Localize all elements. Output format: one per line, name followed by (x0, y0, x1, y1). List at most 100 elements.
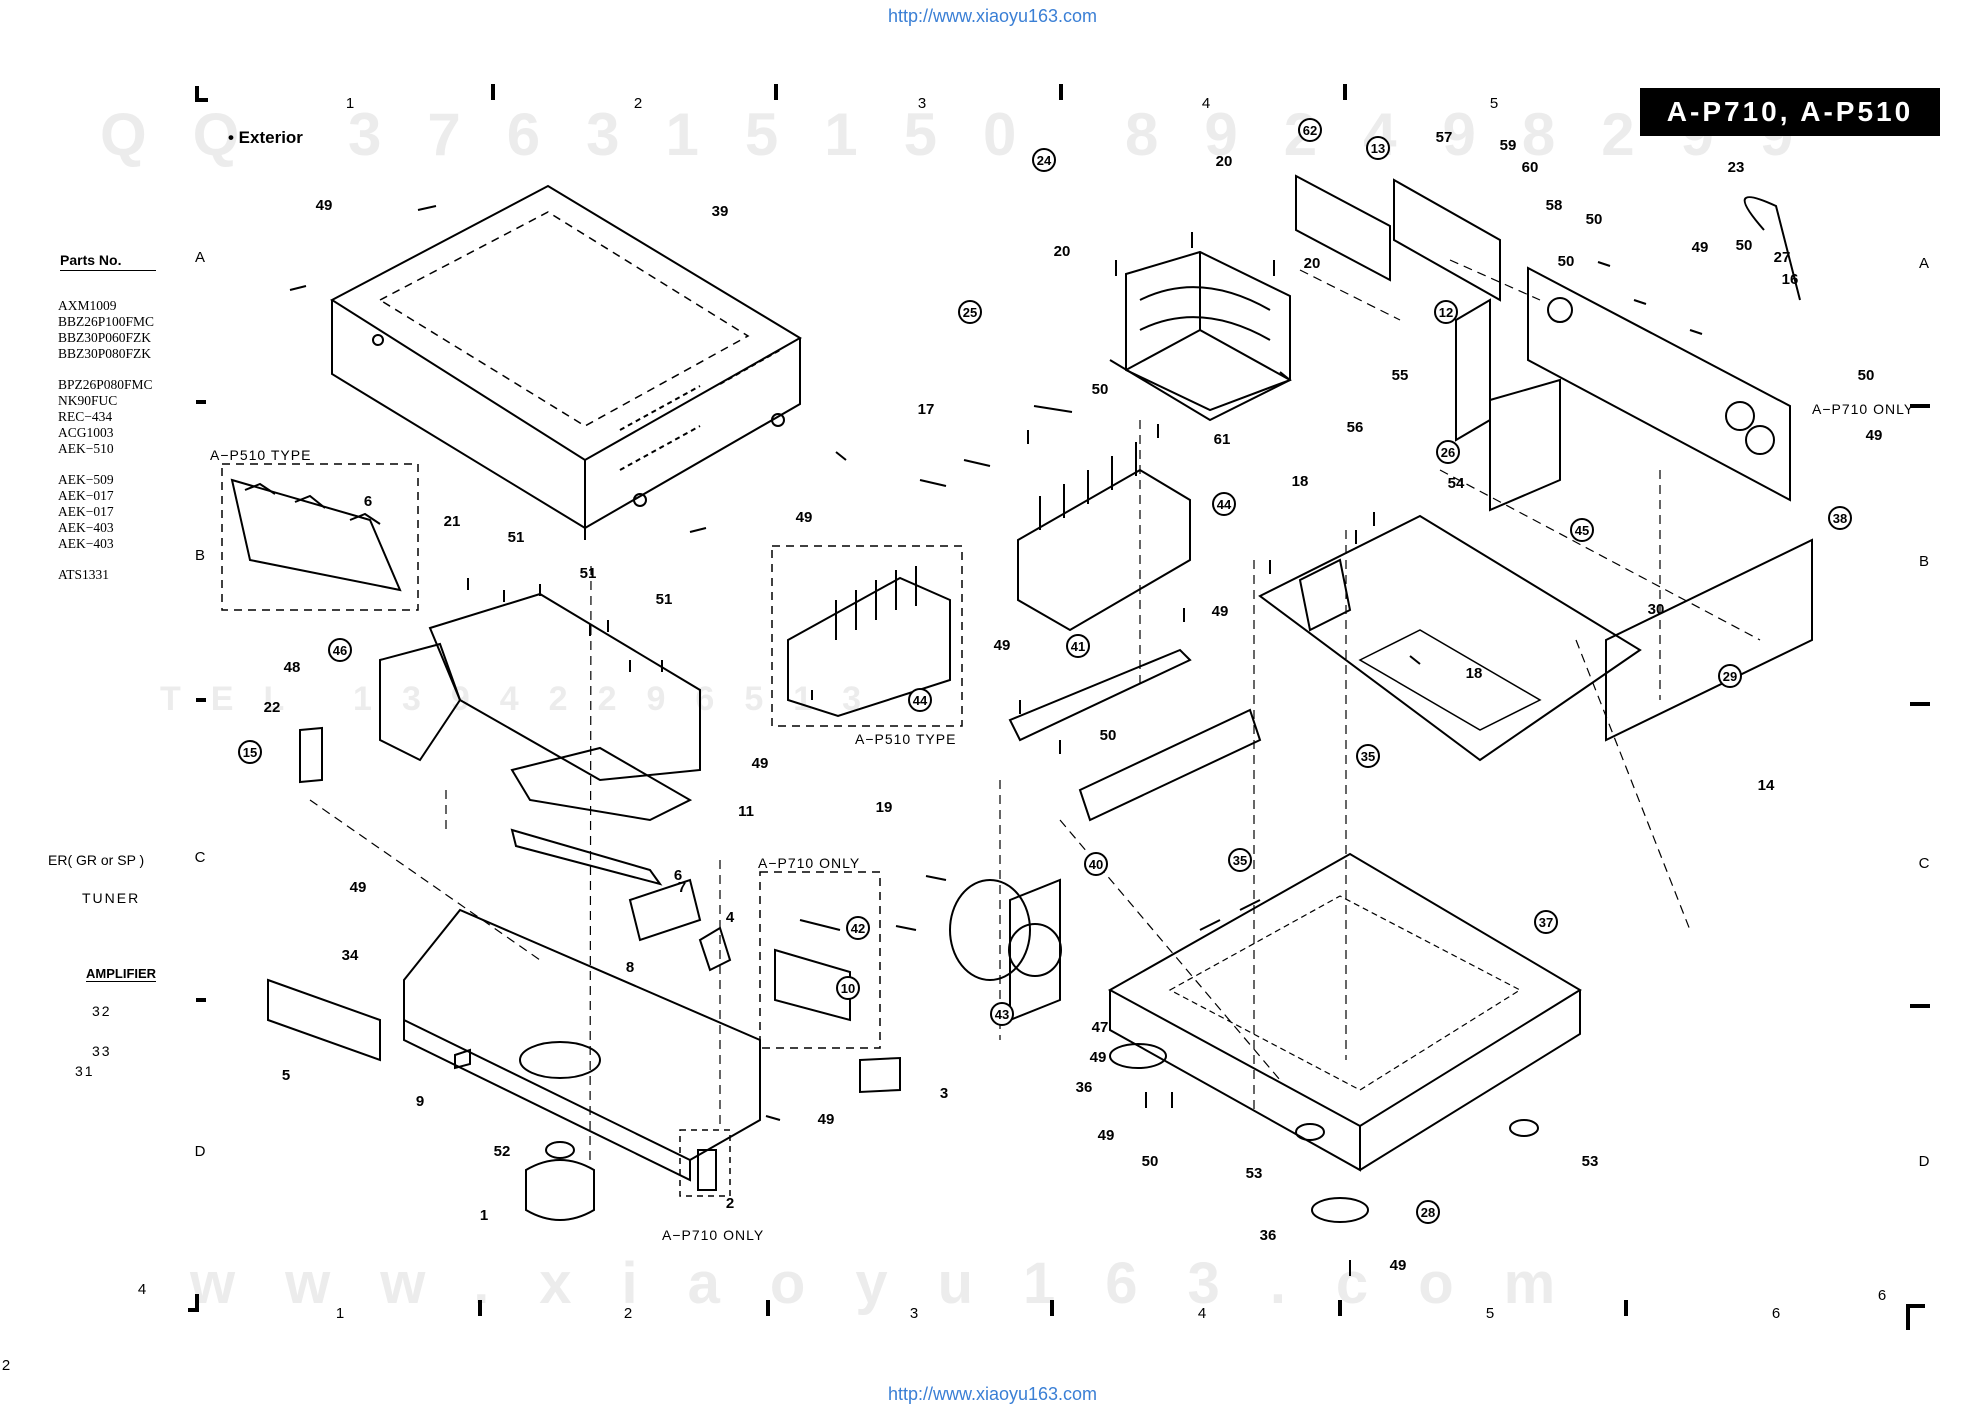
foot-53-a (1295, 1123, 1325, 1141)
circled-callout-ring (1570, 518, 1594, 542)
circled-callout-ring (1298, 118, 1322, 142)
heatsink-44 (1017, 442, 1191, 632)
part-8 (698, 926, 732, 972)
grid-column-label: 1 (346, 95, 354, 112)
board-30 (1258, 514, 1642, 762)
assembly-dash-lines (309, 259, 1761, 1161)
source-url-bottom[interactable]: http://www.xiaoyu163.com (887, 1384, 1098, 1404)
part-callout-number: 20 (1216, 153, 1233, 170)
part-callout-number: 49 (1090, 1049, 1107, 1066)
part-callout-number: 58 (1546, 197, 1563, 214)
circled-callout-ring (990, 1002, 1014, 1026)
part-callout-number: 49 (1212, 603, 1229, 620)
part-number-row: ACG1003 (58, 425, 114, 440)
part-callout-number: 49 (796, 509, 813, 526)
part-callout-number: 7 (678, 879, 686, 896)
part-number-row: BPZ26P080FMC (58, 377, 153, 392)
grid-column-label-bottom: 1 (336, 1305, 344, 1322)
part-callout-number: 60 (1522, 159, 1539, 176)
part-callout-number: 39 (712, 203, 729, 220)
ap510-bracket-6 (230, 478, 402, 592)
ap510-heatsink-box (771, 545, 963, 727)
part-number-row: AXM1009 (58, 298, 117, 313)
grid-row-label-right: D (1919, 1153, 1930, 1170)
foot-36-a (1109, 1043, 1167, 1069)
tuner-cut-label: ER( GR or SP ) (48, 852, 145, 868)
circled-callout-number: 35 (1361, 749, 1375, 764)
tuner-label: TUNER (82, 890, 141, 906)
circled-callout-number: 10 (841, 981, 855, 996)
grid-column-label: 3 (918, 95, 926, 112)
circled-callout-ring (1228, 848, 1252, 872)
grid-row-label-left: D (195, 1143, 206, 1160)
part-callout-number: 50 (1858, 367, 1875, 384)
grid-row-label-left: A (195, 249, 205, 266)
page-number-corner: 2 (2, 1357, 10, 1374)
part-callout-number: 48 (284, 659, 301, 676)
part-callout-number: 50 (1736, 237, 1753, 254)
part-4 (628, 878, 702, 942)
part-callout-number: 50 (1142, 1153, 1159, 1170)
circled-callout-ring (846, 916, 870, 940)
part-callout-number: 50 (1586, 211, 1603, 228)
circled-callout-ring (1828, 506, 1852, 530)
grid-column-label-bottom: 5 (1486, 1305, 1494, 1322)
part-5 (267, 978, 381, 1062)
part-callout-number: 51 (580, 565, 597, 582)
source-url-top[interactable]: http://www.xiaoyu163.com (887, 6, 1098, 26)
part-callout-number: 55 (1392, 367, 1409, 384)
grid-row-label-right: C (1919, 855, 1930, 872)
part-callout-number: 49 (1390, 1257, 1407, 1274)
circled-callout-ring (1416, 1200, 1440, 1224)
part-number-row: AEK−017 (58, 488, 114, 503)
part-number-row: AEK−510 (58, 441, 114, 456)
heatsink-44-b (787, 576, 951, 718)
screws (289, 205, 1703, 1276)
page-number-right: 6 (1878, 1287, 1886, 1304)
watermark-middle: TEL 13942296513 (160, 680, 892, 718)
circled-callout-ring (1434, 300, 1458, 324)
part-2 (697, 1149, 717, 1191)
part-15 (299, 726, 323, 784)
circled-callout-number: 46 (333, 643, 347, 658)
bracket-41 (1008, 648, 1192, 742)
foot-53-b (1509, 1119, 1539, 1137)
grid-row-label-right: B (1919, 553, 1929, 570)
circled-callout-ring (238, 740, 262, 764)
part-callout-number: 11 (738, 803, 754, 820)
part-callout-number: 3 (940, 1085, 948, 1102)
circled-callout-ring (1212, 492, 1236, 516)
circled-callout-ring (1718, 664, 1742, 688)
part-callout-number: 16 (1782, 271, 1799, 288)
part-callout-number: 53 (1246, 1165, 1263, 1182)
part-callout-number: 52 (494, 1143, 511, 1160)
watermark-bottom: www.xiaoyu163.com (190, 1251, 1606, 1316)
circled-callout-ring (1356, 744, 1380, 768)
circled-callout-number: 62 (1303, 123, 1317, 138)
circled-callout-number: 15 (243, 745, 257, 760)
part-number-row: AEK−403 (58, 520, 114, 535)
part-callout-number: 49 (818, 1111, 835, 1128)
circled-callout-number: 40 (1089, 857, 1103, 872)
ap710-bracket-label: A−P710 ONLY (758, 855, 860, 871)
part-callout-number: 9 (416, 1093, 424, 1110)
rail-7 (510, 828, 663, 886)
part-callout-number: 22 (264, 699, 281, 716)
circled-callout-number: 28 (1421, 1205, 1435, 1220)
part-31-label: 31 (75, 1063, 95, 1079)
circled-callout-ring (1534, 910, 1558, 934)
rear-panel (1527, 266, 1791, 502)
part-callout-number: 30 (1648, 601, 1665, 618)
fan-cover-43 (1009, 878, 1061, 1022)
circled-callout-number: 44 (913, 693, 928, 708)
part-callout-number: 49 (1098, 1127, 1115, 1144)
ic-block (1298, 558, 1352, 632)
ap510-left-box (221, 463, 419, 611)
part-number-row: BBZ30P060FZK (58, 330, 152, 345)
part-callout-number: 4 (726, 909, 735, 926)
circled-callout-ring (958, 300, 982, 324)
circled-callout-ring (1066, 634, 1090, 658)
grid-column-label: 5 (1490, 95, 1498, 112)
part-52 (545, 1141, 575, 1159)
